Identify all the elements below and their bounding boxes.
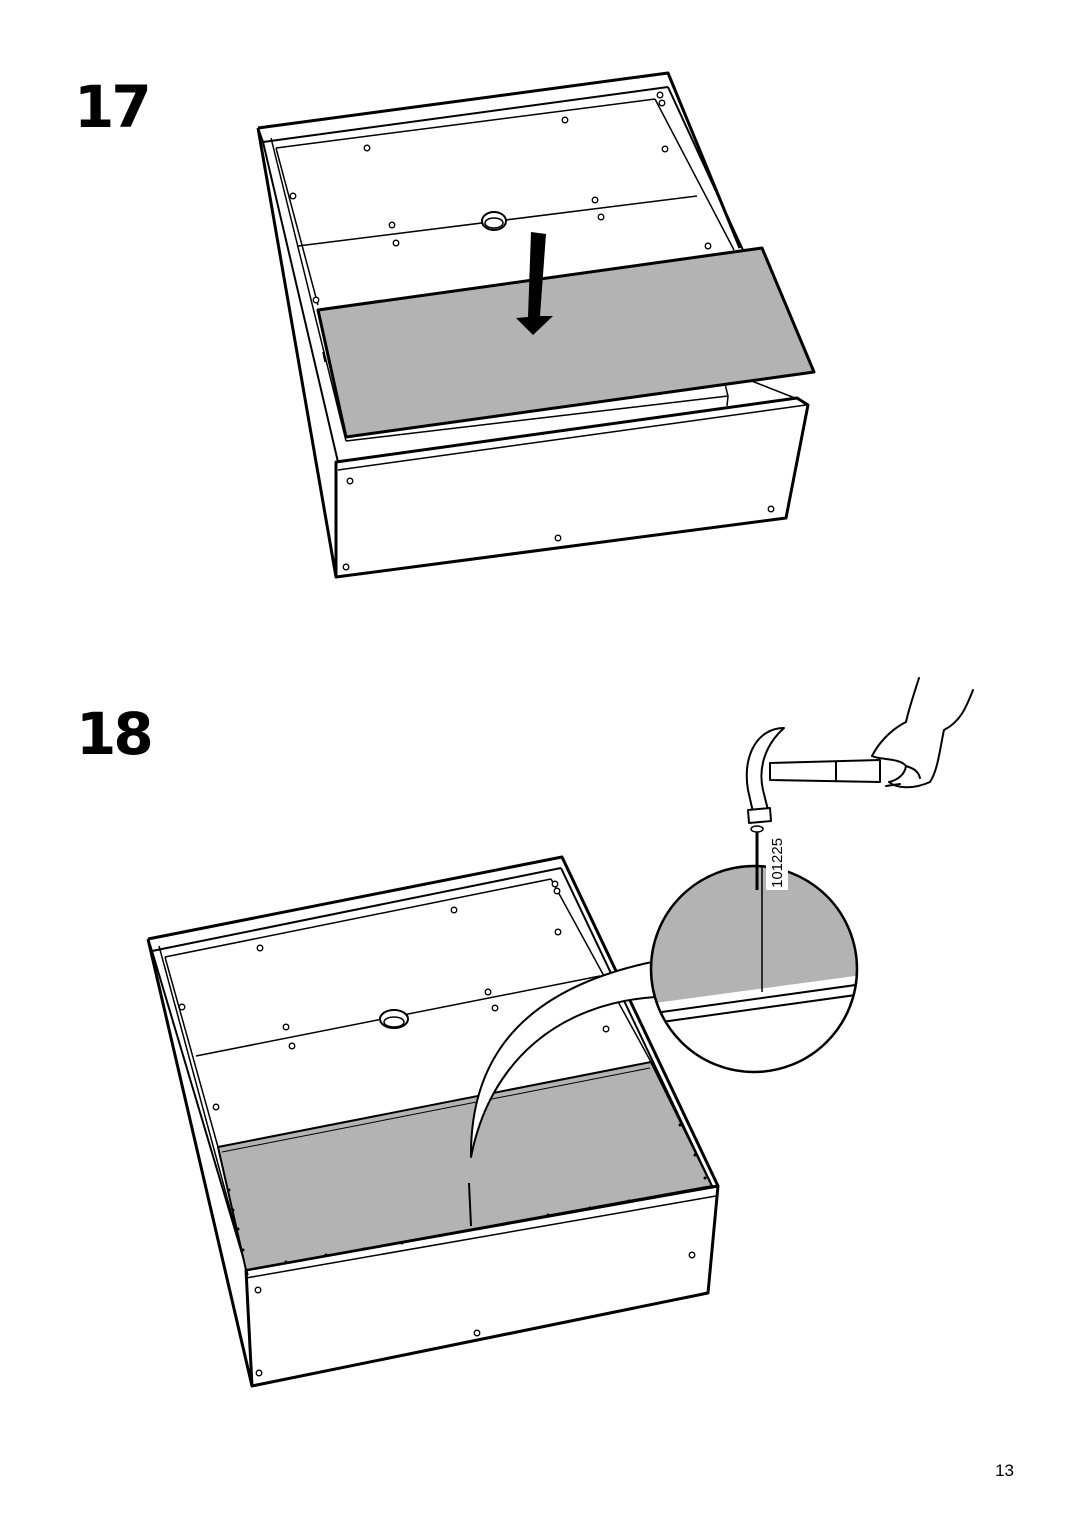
bottom-panel-shape (217, 1061, 713, 1271)
nail-icon (468, 1182, 472, 1227)
step-17-number: 17 (74, 73, 152, 141)
down-arrow-icon (516, 232, 553, 335)
back-panel-shape (316, 246, 816, 439)
magnifier-circle-icon (649, 864, 859, 1074)
page-number: 13 (995, 1461, 1014, 1480)
part-number-label: 101225 (769, 838, 786, 888)
nail-icon (750, 825, 764, 890)
hammer-icon (745, 727, 881, 824)
hand-icon (871, 677, 974, 789)
step-18-number: 18 (76, 700, 154, 768)
